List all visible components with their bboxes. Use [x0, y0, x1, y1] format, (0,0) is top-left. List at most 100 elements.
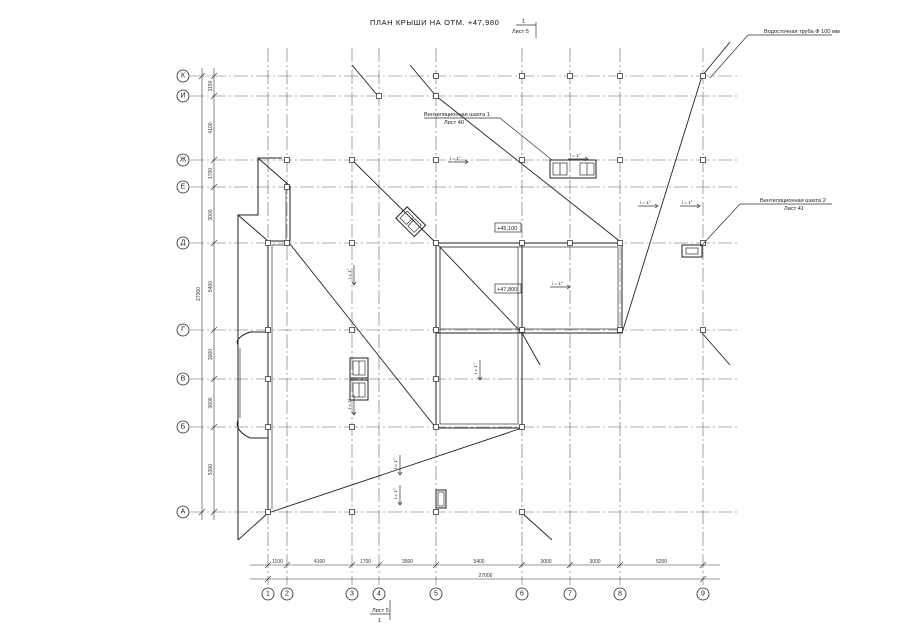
post	[617, 157, 623, 163]
post	[700, 327, 706, 333]
section-mark-top: 1 Лист 5	[512, 19, 537, 38]
horizontal-axis-lines	[190, 75, 740, 513]
post	[349, 509, 355, 515]
axis-bubble-label: 6	[520, 591, 524, 598]
slope-label: i = 1°	[570, 153, 581, 158]
post	[265, 376, 271, 382]
vent2-sheet: Лист 41	[784, 206, 804, 212]
axis-bubble-label: 1	[266, 591, 270, 598]
dim-bottom-label: 3500	[402, 559, 413, 565]
post	[265, 424, 271, 430]
axis-bubble-label: 8	[618, 591, 622, 598]
slope-marker: i = 1°	[393, 485, 403, 506]
elevation-mark-2-text: +47,800	[497, 287, 517, 293]
vent1-callout: Вентиляционная шахта 1 Лист 40	[424, 112, 553, 161]
axis-bubble-6: 6	[515, 587, 529, 601]
axis-bubble-label: А	[181, 509, 186, 516]
axis-bubble-Б: Б	[176, 420, 190, 434]
slope-label: i = 1°	[552, 281, 563, 286]
slope-marker: i = 1°	[638, 200, 659, 209]
dim-left-label: 3000	[208, 349, 214, 360]
axis-bubble-Е: Е	[176, 180, 190, 194]
post	[433, 93, 439, 99]
dim-bottom-label: 3000	[540, 559, 551, 565]
axis-bubble-label: 5	[434, 591, 438, 598]
axis-bubble-К: К	[176, 69, 190, 83]
slope-marker: i = 1°	[393, 455, 403, 476]
slope-marker: i = 1°	[448, 156, 469, 165]
axis-bubble-label: Д	[181, 240, 186, 247]
post	[700, 157, 706, 163]
dim-bottom-label: 3000	[589, 559, 600, 565]
post	[519, 424, 525, 430]
section-mark-bottom: Лист 5 1	[370, 600, 391, 624]
axis-bubble-label: Б	[181, 424, 186, 431]
post	[617, 240, 623, 246]
post	[519, 157, 525, 163]
drawing-title: ПЛАН КРЫШИ НА ОТМ. +47,980	[370, 18, 499, 27]
post	[433, 424, 439, 430]
axis-bubble-4: 4	[372, 587, 386, 601]
slope-label: i = 1°	[347, 268, 352, 279]
post	[349, 424, 355, 430]
post	[433, 327, 439, 333]
axis-bubble-label: Е	[181, 184, 186, 191]
dim-bottom-label: 1100	[272, 559, 283, 565]
slope-marker: i = 1°	[347, 395, 357, 416]
elevation-mark-2: +47,800	[494, 283, 522, 294]
post	[265, 509, 271, 515]
axis-bubble-label: 7	[568, 591, 572, 598]
wall-posts	[265, 73, 706, 515]
dim-left-label: 3000	[208, 209, 214, 220]
axis-bubble-label: 4	[377, 591, 381, 598]
axis-bubble-label: В	[181, 376, 186, 383]
chimney-icon	[435, 489, 447, 509]
axis-bubble-5: 5	[429, 587, 443, 601]
axis-bubble-А: А	[176, 505, 190, 519]
section-mark-top-sheet: Лист 5	[512, 29, 529, 35]
slope-marker: i = 1°	[473, 360, 483, 381]
post	[265, 240, 271, 246]
axis-bubble-1: 1	[261, 587, 275, 601]
vent2-label: Вентиляционная шахта 2	[760, 198, 826, 204]
axis-bubble-В: В	[176, 372, 190, 386]
dim-bottom-label: 5400	[473, 559, 484, 565]
vent-shaft-2-icon	[681, 244, 703, 258]
roof-ridges	[237, 41, 731, 541]
axis-bubble-И: И	[176, 89, 190, 103]
axis-bubble-label: И	[180, 93, 185, 100]
axis-bubble-label: 3	[350, 591, 354, 598]
dim-left-label: 1700	[208, 168, 214, 179]
slope-marker: i = 1°	[680, 200, 701, 209]
post	[700, 73, 706, 79]
slope-marker: i = 1°	[568, 153, 589, 162]
post	[349, 327, 355, 333]
section-mark-bottom-sheet: Лист 5	[372, 608, 389, 614]
elevation-mark-1: +45,100	[494, 222, 522, 233]
post	[284, 240, 290, 246]
axis-bubble-7: 7	[563, 587, 577, 601]
vent-shaft-diagonal-icon	[395, 206, 427, 238]
post	[284, 157, 290, 163]
vertical-axis-lines	[267, 48, 704, 585]
axis-bubble-label: Г	[181, 327, 185, 334]
post	[700, 240, 706, 246]
post	[433, 240, 439, 246]
dim-left-label: 5300	[208, 464, 214, 475]
dim-left-total: 27000	[196, 287, 202, 301]
axis-bubble-label: 2	[285, 591, 289, 598]
slope-label: i = 1°	[450, 156, 461, 161]
slope-label: i = 1°	[682, 200, 693, 205]
dim-bottom-total: 27000	[479, 573, 493, 579]
post	[284, 184, 290, 190]
dim-left-label: 4100	[208, 122, 214, 133]
drainpipe-label: Водосточная труба Ф 100 мм	[764, 29, 840, 35]
axis-bubble-3: 3	[345, 587, 359, 601]
post	[376, 93, 382, 99]
axis-bubble-8: 8	[613, 587, 627, 601]
dim-bottom-label: 5200	[656, 559, 667, 565]
